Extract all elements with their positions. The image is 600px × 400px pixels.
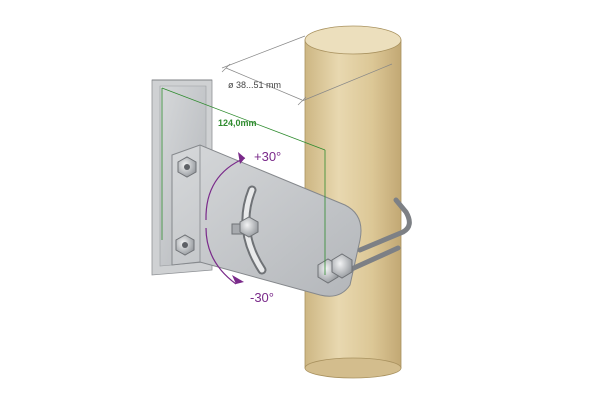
diameter-dimension [221, 35, 393, 106]
angle-down-label: -30° [250, 290, 274, 305]
angle-up-label: +30° [254, 149, 281, 164]
nut-center [231, 216, 259, 238]
nut-pipe [317, 253, 353, 284]
distance-dimension [161, 87, 326, 275]
nut-bottom [175, 234, 195, 256]
nut-top [177, 156, 197, 178]
distance-label: 124,0mm [218, 118, 257, 128]
angle-arc [205, 152, 246, 285]
diameter-label: ø 38...51 mm [228, 80, 281, 90]
u-bolt [342, 197, 412, 275]
